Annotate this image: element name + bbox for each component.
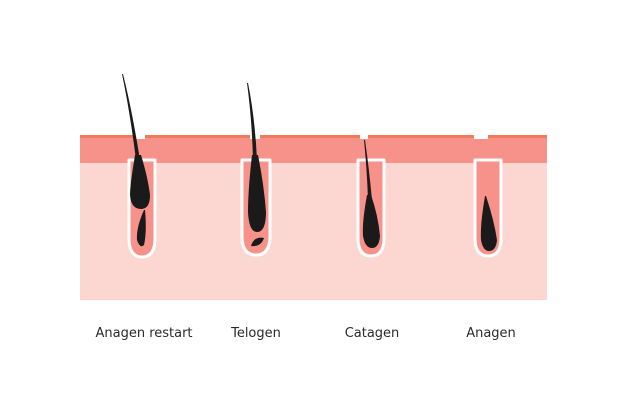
label-anagen: Anagen bbox=[466, 326, 516, 341]
new-hair bbox=[136, 210, 146, 247]
follicle-anagen bbox=[473, 158, 503, 258]
hair-bulb bbox=[480, 196, 497, 251]
pore-4 bbox=[474, 134, 488, 139]
follicle-telogen bbox=[240, 83, 272, 257]
label-anagen-restart: Anagen restart bbox=[95, 326, 193, 341]
pore-1 bbox=[135, 134, 145, 139]
dermis-layer bbox=[80, 158, 547, 300]
label-telogen: Telogen bbox=[231, 326, 281, 341]
hair-bulb bbox=[130, 155, 150, 209]
hair-shaft bbox=[247, 83, 257, 160]
pore-3 bbox=[360, 134, 368, 139]
hair-bulb bbox=[248, 155, 266, 232]
skin-surface-line bbox=[80, 135, 547, 138]
label-catagen: Catagen bbox=[344, 326, 400, 341]
hair-bulb bbox=[362, 195, 380, 248]
epidermis-layer bbox=[80, 136, 547, 163]
follicle-catagen bbox=[356, 140, 386, 258]
follicle-anagen-restart bbox=[122, 74, 157, 259]
hair-shaft bbox=[364, 140, 372, 200]
dermal-papilla-remnant bbox=[251, 237, 264, 247]
hair-shaft bbox=[122, 74, 140, 160]
